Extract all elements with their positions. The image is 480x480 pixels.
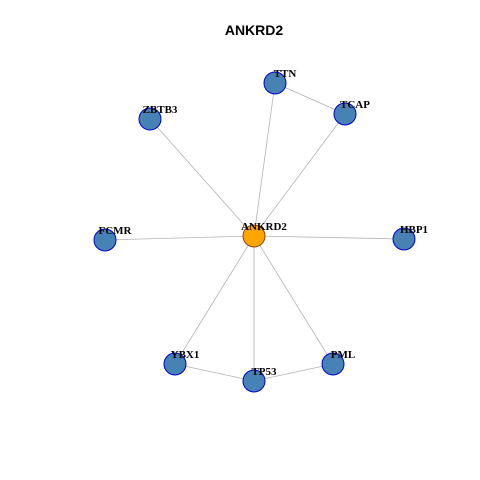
node-fcmr: FCMR: [93, 225, 133, 252]
node-label-ankrd2: ANKRD2: [241, 221, 287, 233]
diagram-title: ANKRD2: [225, 22, 284, 38]
node-ankrd2: ANKRD2: [241, 221, 287, 248]
edge-tp53-pml: [253, 363, 334, 382]
node-label-ttn: TTN: [274, 68, 297, 80]
edge-ankrd2-ybx1: [174, 235, 255, 365]
node-label-tcap: TCAP: [340, 99, 370, 111]
node-label-fcmr: FCMR: [99, 225, 133, 237]
node-circle-tp53: [242, 369, 266, 393]
edge-ankrd2-hbp1: [253, 235, 405, 240]
edge-ybx1-tp53: [174, 363, 255, 382]
node-label-hbp1: HBP1: [400, 224, 428, 236]
node-pml: PML: [321, 349, 355, 376]
node-hbp1: HBP1: [392, 224, 428, 251]
node-circle-hbp1: [392, 227, 416, 251]
node-circle-ybx1: [163, 352, 187, 376]
node-circle-fcmr: [93, 228, 117, 252]
node-label-tp53: TP53: [251, 366, 277, 378]
node-ttn: TTN: [263, 68, 297, 95]
node-circle-pml: [321, 352, 345, 376]
node-circle-zbtb3: [138, 107, 162, 131]
edge-ankrd2-zbtb3: [149, 118, 255, 237]
node-circle-ttn: [263, 71, 287, 95]
node-zbtb3: ZBTB3: [138, 104, 178, 131]
node-label-zbtb3: ZBTB3: [143, 104, 178, 116]
node-tp53: TP53: [242, 366, 277, 393]
edge-ankrd2-tcap: [253, 113, 346, 237]
node-circle-ankrd2: [242, 224, 266, 248]
edge-ankrd2-ttn: [253, 82, 276, 237]
node-circle-tcap: [333, 102, 357, 126]
node-tcap: TCAP: [333, 99, 370, 126]
edge-ankrd2-pml: [253, 235, 334, 365]
edges-layer: [104, 82, 405, 382]
node-label-pml: PML: [331, 349, 355, 361]
node-ybx1: YBX1: [163, 349, 200, 376]
edge-ttn-tcap: [274, 82, 346, 115]
node-label-ybx1: YBX1: [171, 349, 200, 361]
edge-ankrd2-fcmr: [104, 235, 255, 241]
